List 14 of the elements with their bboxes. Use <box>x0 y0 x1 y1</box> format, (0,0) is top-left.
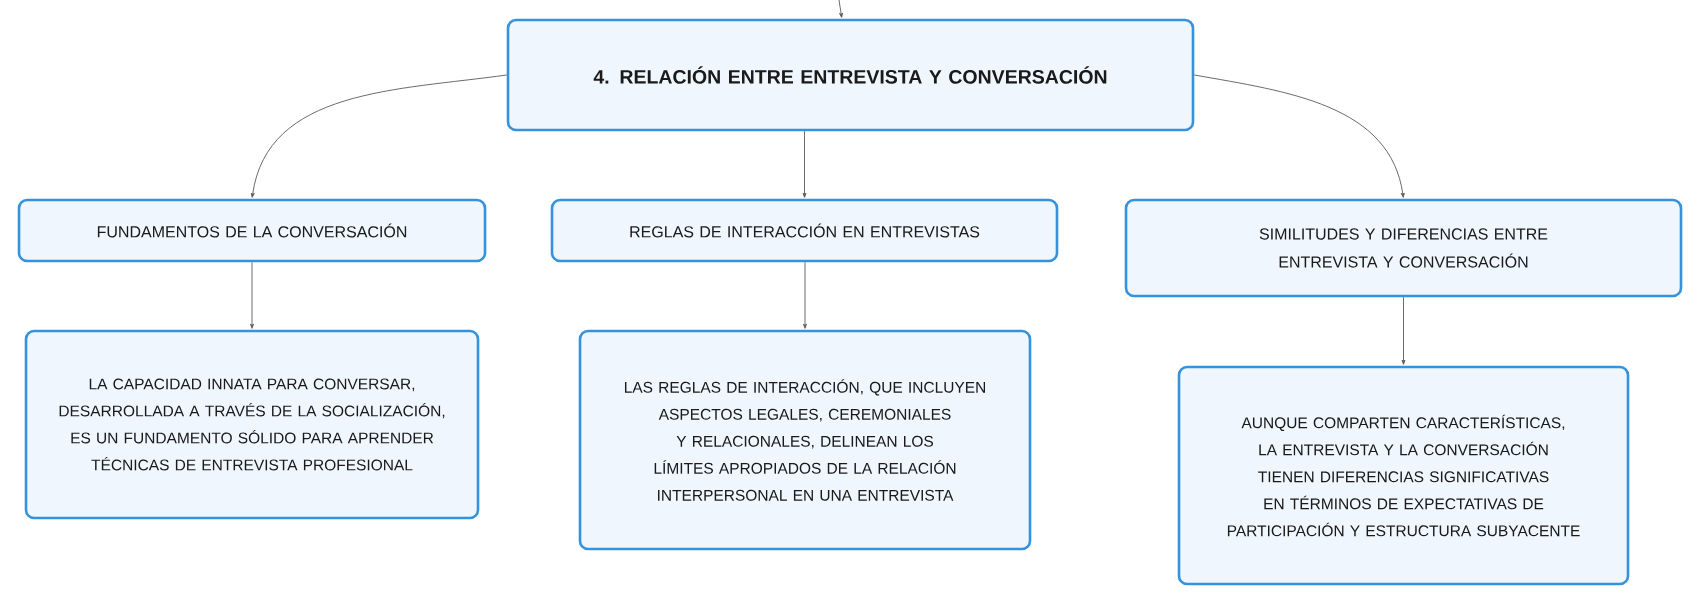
topic-box: FUNDAMENTOS DE LA CONVERSACIÓN <box>17 198 487 263</box>
arrow <box>250 74 508 198</box>
arrow <box>802 130 807 198</box>
topic-box: REGLAS DE INTERACCIÓN EN ENTREVISTAS <box>550 198 1059 263</box>
description-box: LAS REGLAS DE INTERACCIÓN, QUE INCLUYEN ASPECTOS LEGALES, CEREMONIALES Y RELACIONALES, DELINEAN LOS LÍMITES APROPIADOS DE LA RELACIÓN INTERPERSONAL EN UNA ENTREVISTA <box>578 329 1032 551</box>
arrow <box>803 261 807 329</box>
arrow <box>1401 296 1406 365</box>
topic-box: SIMILITUDES Y DIFERENCIAS ENTRE ENTREVISTA Y CONVERSACIÓN <box>1124 198 1683 298</box>
arrow <box>1193 74 1405 198</box>
arrow <box>250 261 254 329</box>
description-box: AUNQUE COMPARTEN CARACTERÍSTICAS, LA ENTREVISTA Y LA CONVERSACIÓN TIENEN DIFERENCIAS SIGNIFICATIVAS EN TÉRMINOS DE EXPECTATIVAS DE PARTICIPACIÓN Y ESTRUCTURA SUBYACENTE <box>1177 365 1630 586</box>
arrow <box>838 0 843 18</box>
description-box: LA CAPACIDAD INNATA PARA CONVERSAR, DESARROLLADA A TRAVÉS DE LA SOCIALIZACIÓN, ES UN FUNDAMENTO SÓLIDO PARA APRENDER TÉCNICAS DE ENTREVISTA PROFESIONAL <box>24 329 480 520</box>
title-box: 4. RELACIÓN ENTRE ENTREVISTA Y CONVERSACIÓN <box>506 18 1195 132</box>
